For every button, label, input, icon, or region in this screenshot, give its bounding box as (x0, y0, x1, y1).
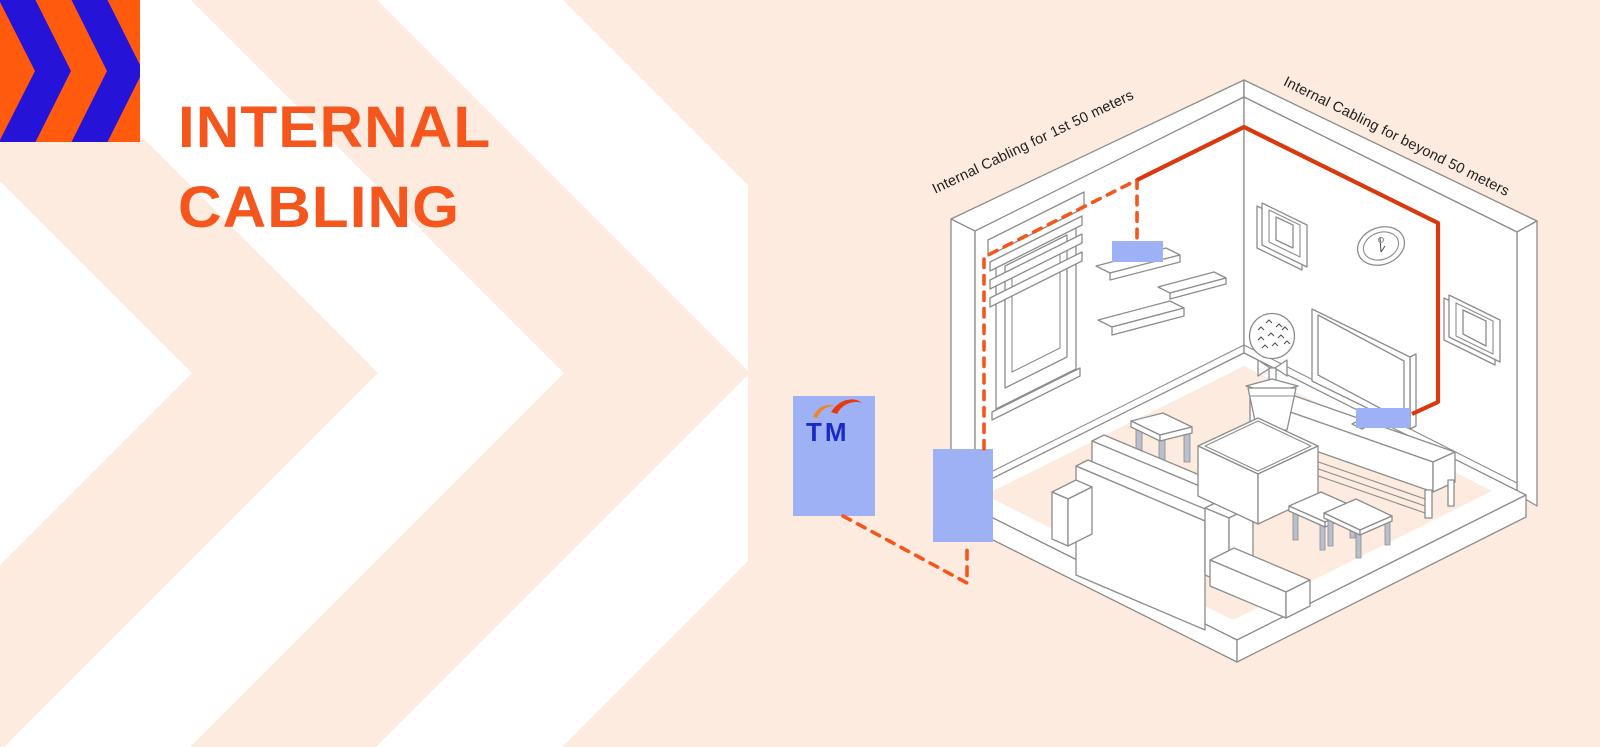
room-illustration (950, 79, 1538, 663)
page-title: INTERNAL CABLING (178, 88, 615, 248)
plant-specks (1257, 319, 1291, 349)
sofa-icon (1051, 434, 1311, 631)
logo-chevron-1 (0, 1, 35, 141)
nesting-tables-icon (1288, 491, 1393, 559)
cable-beyond-50m-solid (1136, 124, 1441, 416)
wall-device-box (1112, 241, 1163, 262)
tv-device-box (1356, 408, 1410, 428)
picture-frame-icon (1256, 202, 1308, 271)
page-title-line1: INTERNAL (178, 95, 492, 160)
tm-wing-left (813, 405, 834, 418)
wall-clock-icon (1356, 226, 1406, 266)
tm-cabinet-box (793, 396, 875, 516)
tm-logo: TM (806, 399, 862, 447)
cables (841, 124, 1441, 585)
window-icon (987, 191, 1085, 421)
tm-wing-right (831, 399, 862, 414)
tm-logo-text: TM (806, 417, 850, 447)
logo-chevron-2 (35, 0, 107, 142)
cable-drop-dashed (841, 514, 969, 585)
logo-chevron-3 (107, 0, 140, 142)
coffee-table-icon (1197, 417, 1319, 525)
tv-console-icon (1249, 387, 1456, 519)
page-title-line2: CABLING (178, 175, 461, 240)
brand-chevron-logo (0, 0, 140, 142)
wall-shelves-icon (1095, 247, 1227, 336)
blinds-icon (987, 191, 1085, 308)
distribution-box (933, 449, 993, 542)
picture-frame-icon (1443, 294, 1501, 366)
